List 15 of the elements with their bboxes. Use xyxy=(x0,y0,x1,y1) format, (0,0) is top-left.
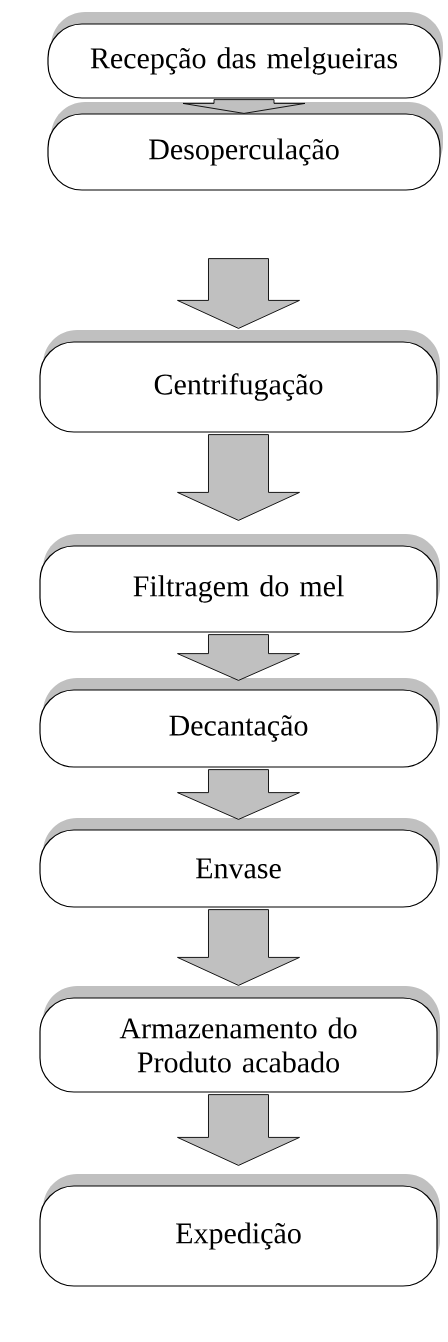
process-box: Decantação xyxy=(39,678,440,768)
process-box: Filtragem do mel xyxy=(39,534,440,633)
process-box: Armazenamento do Produto acabado xyxy=(39,986,440,1093)
process-box: Envase xyxy=(39,818,440,908)
block-arrow xyxy=(177,769,300,820)
process-box: Expedição xyxy=(39,1174,440,1287)
block-arrow xyxy=(182,99,306,114)
process-box: Desoperculação xyxy=(47,102,443,191)
block-arrow xyxy=(177,1094,300,1166)
block-arrow xyxy=(177,909,300,986)
block-arrow xyxy=(177,434,300,521)
block-arrow xyxy=(177,258,300,329)
process-box: Centrifugação xyxy=(39,330,440,433)
process-box: Recepção das melgueiras xyxy=(47,12,443,99)
block-arrow xyxy=(177,634,300,681)
